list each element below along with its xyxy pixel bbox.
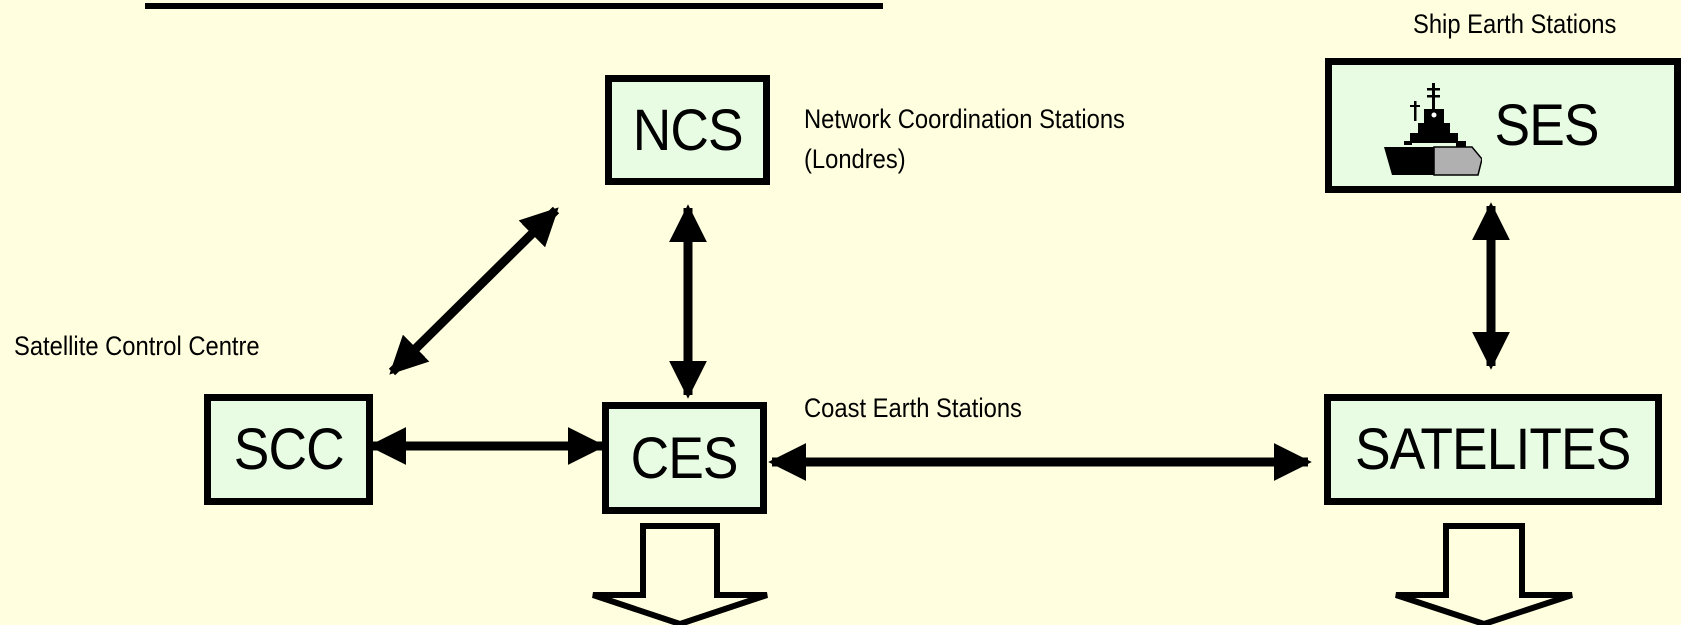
scc-label: SCC — [233, 417, 345, 482]
arrow-scc-ncs — [388, 206, 560, 376]
ship-icon — [1384, 83, 1482, 176]
ces-node: CES — [602, 402, 767, 514]
satelites-node: SATELITES — [1324, 394, 1662, 505]
ncs-caption-line2: (Londres) — [804, 144, 906, 174]
ncs-label: NCS — [632, 97, 744, 163]
ces-label: CES — [631, 425, 739, 491]
scc-caption: Satellite Control Centre — [14, 331, 260, 361]
ces-caption: Coast Earth Stations — [804, 393, 1022, 423]
ncs-node: NCS — [605, 75, 770, 185]
down-arrow-satelites — [1395, 523, 1573, 625]
ses-node: SES — [1325, 58, 1681, 193]
down-arrow-ces — [592, 523, 768, 625]
scc-node: SCC — [204, 394, 373, 505]
satelites-label: SATELITES — [1355, 417, 1631, 482]
ncs-caption-line1: Network Coordination Stations — [804, 104, 1125, 134]
ses-label: SES — [1494, 93, 1600, 158]
ses-caption: Ship Earth Stations — [1413, 9, 1617, 39]
